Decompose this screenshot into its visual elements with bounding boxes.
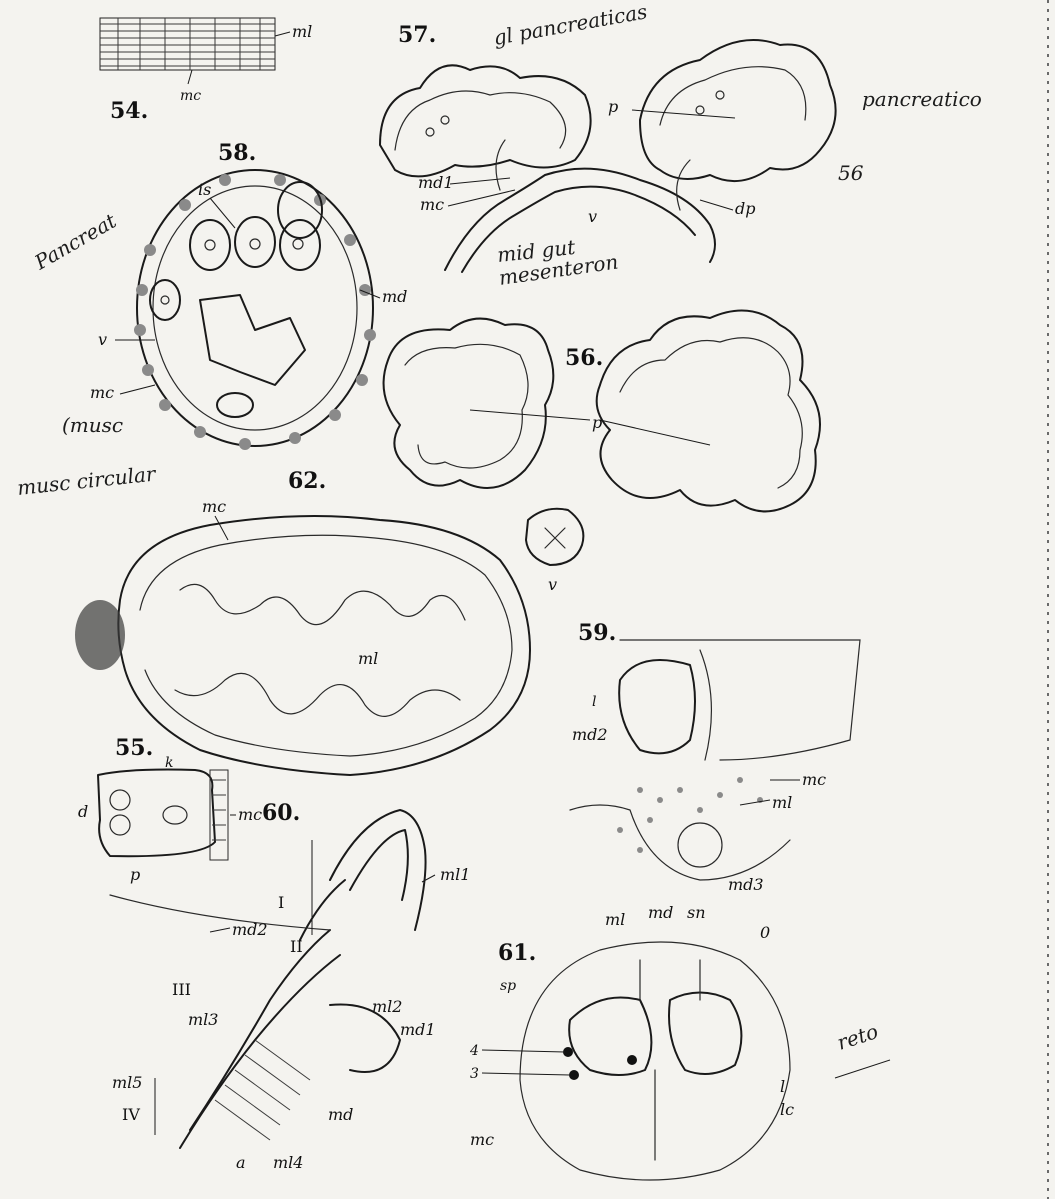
fig61-label-sn: sn bbox=[687, 903, 706, 922]
fig60-label-IV: IV bbox=[122, 1105, 140, 1124]
figure-61: 61. ml md sn 0 sp 4 3 l lc mc bbox=[469, 903, 794, 1180]
handwriting-56: 56 bbox=[838, 161, 864, 185]
fig61-label-sp: sp bbox=[500, 978, 516, 994]
fig60-label-III: III bbox=[172, 980, 191, 999]
fig60-label-ml3: ml3 bbox=[188, 1010, 218, 1029]
fig58-label-md: md bbox=[382, 287, 407, 306]
fig59-label-mc: mc bbox=[802, 770, 826, 789]
fig57-number: 57. bbox=[398, 22, 436, 48]
fig60-label-ml1: ml1 bbox=[440, 865, 470, 884]
fig61-number: 61. bbox=[498, 940, 536, 966]
fig59-label-l: l bbox=[592, 694, 596, 710]
fig62-label-mc: mc bbox=[202, 497, 226, 516]
fig56-number: 56. bbox=[565, 345, 603, 371]
fig59-number: 59. bbox=[578, 620, 616, 646]
handwriting-reto: reto bbox=[834, 1019, 881, 1055]
handwriting-musc: (musc bbox=[62, 413, 123, 437]
fig55-number: 55. bbox=[115, 735, 153, 761]
fig62-label-ml: ml bbox=[358, 649, 378, 668]
figure-54: ml mc 54. bbox=[100, 18, 312, 124]
figure-56: 56. p v bbox=[384, 310, 820, 594]
fig60-label-I: I bbox=[278, 893, 284, 912]
fig59-label-ml: ml bbox=[772, 793, 792, 812]
fig62-number: 62. bbox=[288, 468, 326, 494]
fig57-label-dp: dp bbox=[735, 199, 755, 218]
figure-57: 57. gl pancreaticas pancreatico p md1 mc… bbox=[380, 0, 982, 290]
fig60-label-II: II bbox=[290, 937, 303, 956]
fig59-label-md3: md3 bbox=[728, 875, 764, 894]
fig54-number: 54. bbox=[110, 98, 148, 124]
fig55-label-mc: mc bbox=[238, 805, 262, 824]
fig60-label-md2: md2 bbox=[232, 920, 268, 939]
fig58-label-mc: mc bbox=[90, 383, 114, 402]
figure-58: 58. Pancreat is md v mc (musc musc circu… bbox=[16, 140, 407, 500]
fig61-label-3: 3 bbox=[470, 1066, 479, 1082]
fig55-label-d: d bbox=[78, 802, 88, 821]
fig56-label-v: v bbox=[548, 575, 557, 594]
fig57-label-v: v bbox=[588, 207, 597, 226]
fig61-label-4: 4 bbox=[469, 1043, 479, 1059]
fig61-label-md: md bbox=[648, 903, 673, 922]
fig61-label-ml: ml bbox=[605, 910, 625, 929]
fig60-label-md: md bbox=[328, 1105, 353, 1124]
fig55-label-k: k bbox=[165, 755, 173, 771]
fig58-label-is: is bbox=[198, 180, 211, 199]
fig61-label-l: l bbox=[780, 1077, 785, 1096]
fig54-label-mc: mc bbox=[180, 88, 201, 104]
fig60-label-ml5: ml5 bbox=[112, 1073, 142, 1092]
fig60-label-md1: md1 bbox=[400, 1020, 436, 1039]
fig60-label-ml4: ml4 bbox=[273, 1153, 303, 1172]
handwriting-musc-circular: musc circular bbox=[16, 461, 158, 500]
fig56-label-p: p bbox=[592, 413, 602, 432]
fig54-label-ml: ml bbox=[292, 22, 312, 41]
figure-62: 62. mc ml bbox=[75, 468, 530, 775]
fig61-label-mc: mc bbox=[470, 1130, 494, 1149]
fig55-label-p: p bbox=[130, 865, 140, 884]
fig58-label-v: v bbox=[98, 330, 107, 349]
figure-55: 55. k d mc p bbox=[78, 735, 262, 884]
fig57-label-md1: md1 bbox=[418, 173, 454, 192]
fig60-label-ml2: ml2 bbox=[372, 997, 402, 1016]
fig60-label-a: a bbox=[236, 1153, 246, 1172]
fig57-label-mc: mc bbox=[420, 195, 444, 214]
fig61-label-0: 0 bbox=[760, 923, 770, 942]
fig57-label-p: p bbox=[608, 97, 618, 116]
handwriting-pancreatic-right: pancreatico bbox=[862, 87, 982, 111]
fig60-number: 60. bbox=[262, 800, 300, 826]
fig58-number: 58. bbox=[218, 140, 256, 166]
handwriting-pancreatic: gl pancreaticas bbox=[492, 0, 649, 50]
fig59-label-md2: md2 bbox=[572, 725, 608, 744]
fig61-label-lc: lc bbox=[780, 1100, 794, 1119]
figure-59: 59. l md2 mc ml md3 bbox=[570, 620, 860, 894]
handwriting-pancreat: Pancreat bbox=[30, 208, 122, 275]
